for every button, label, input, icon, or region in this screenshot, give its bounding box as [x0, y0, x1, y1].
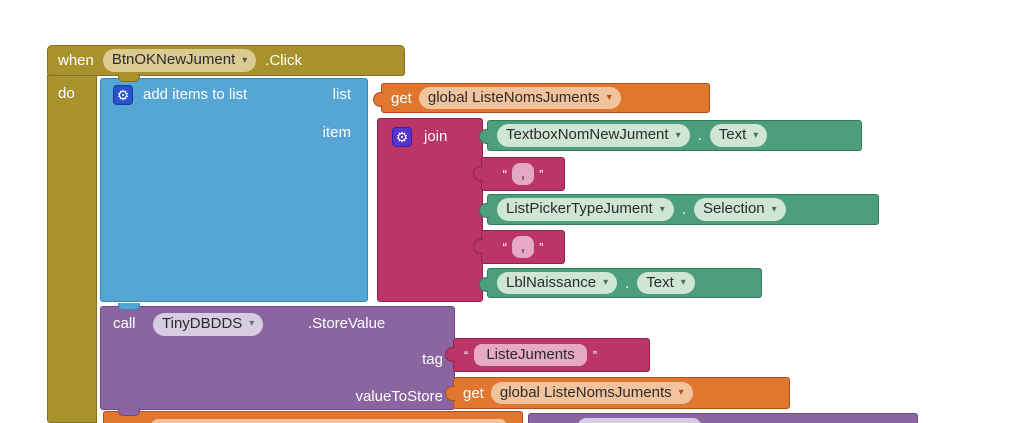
text-string-block-tag[interactable]: “ ListeJuments ” — [445, 338, 650, 372]
puzzle-tab — [473, 239, 483, 254]
component-dropdown[interactable]: BtnOKNewJument ▾ — [102, 49, 257, 72]
component-dropdown-value: TextboxNomNewJument — [506, 126, 669, 144]
add-items-label: add items to list — [143, 86, 248, 103]
join-label: join — [424, 128, 448, 145]
open-quote: “ — [502, 239, 507, 255]
when-block-do-wall[interactable]: do — [47, 75, 97, 423]
get-global-block-value[interactable]: get global ListeNomsJuments ▾ — [445, 377, 790, 409]
join-block[interactable]: ⚙ join — [377, 118, 483, 302]
when-keyword: when — [58, 52, 94, 69]
text-string-value: , — [520, 164, 526, 182]
text-string-value: , — [520, 237, 526, 255]
get-keyword: get — [391, 89, 412, 107]
open-quote: “ — [502, 166, 507, 182]
dot-separator: . — [681, 201, 686, 218]
text-string-block-comma[interactable]: “ , ” — [473, 230, 565, 264]
component-dropdown[interactable]: TextboxNomNewJument ▾ — [497, 124, 690, 147]
connector-plug — [118, 407, 140, 416]
component-dropdown[interactable]: TinyDBDDS ▾ — [153, 313, 264, 336]
chevron-down-icon: ▾ — [680, 277, 686, 288]
chevron-down-icon: ▾ — [753, 129, 759, 141]
get-global-block-list[interactable]: get global ListeNomsJuments ▾ — [373, 83, 710, 113]
component-dropdown[interactable]: LblNaissance ▾ — [497, 271, 618, 295]
property-dropdown[interactable]: Text ▾ — [709, 124, 768, 147]
puzzle-tab — [373, 92, 383, 107]
cutoff-orange-block[interactable] — [103, 411, 523, 423]
close-quote: ” — [592, 347, 598, 363]
do-label: do — [58, 85, 75, 102]
puzzle-tab — [445, 386, 455, 401]
mutator-gear-icon[interactable]: ⚙ — [392, 127, 412, 147]
connector-plug — [118, 303, 140, 310]
property-getter-listpicker[interactable]: ListPickerTypeJument ▾ . Selection ▾ — [479, 194, 879, 225]
puzzle-tab — [479, 129, 489, 144]
connector-plug — [118, 74, 140, 82]
event-name-label: .Click — [265, 52, 302, 69]
text-string-value: ListeJuments — [486, 345, 575, 363]
property-dropdown[interactable]: Text ▾ — [637, 271, 695, 295]
puzzle-tab — [479, 277, 489, 292]
puzzle-tab — [479, 203, 489, 218]
chevron-down-icon: ▾ — [249, 318, 255, 330]
component-dropdown-value: ListPickerTypeJument — [506, 200, 653, 218]
variable-dropdown[interactable]: global ListeNomsJuments ▾ — [418, 86, 621, 110]
property-getter-label[interactable]: LblNaissance ▾ . Text ▾ — [479, 268, 762, 298]
text-string-block-comma[interactable]: “ , ” — [473, 157, 565, 191]
param-valuetostore-label: valueToStore — [355, 388, 443, 405]
cutoff-orange-field[interactable] — [151, 419, 507, 423]
variable-dropdown[interactable]: global ListeNomsJuments ▾ — [490, 381, 693, 405]
property-getter-textbox[interactable]: TextboxNomNewJument ▾ . Text ▾ — [479, 120, 862, 151]
gear-glyph: ⚙ — [116, 87, 130, 103]
component-dropdown[interactable]: ListPickerTypeJument ▾ — [497, 198, 674, 221]
get-keyword: get — [463, 384, 484, 402]
property-dropdown-value: Text — [718, 126, 747, 144]
method-name-label: .StoreValue — [308, 315, 386, 332]
chevron-down-icon: ▾ — [606, 92, 612, 103]
param-list-label: list — [332, 86, 351, 103]
puzzle-tab — [445, 347, 455, 362]
chevron-down-icon: ▾ — [659, 203, 665, 215]
component-dropdown-value: TinyDBDDS — [162, 315, 243, 332]
cutoff-purple-field[interactable] — [578, 418, 701, 423]
param-item-label: item — [322, 124, 351, 141]
call-keyword: call — [113, 315, 136, 332]
open-quote: “ — [464, 347, 469, 363]
gear-glyph: ⚙ — [395, 129, 409, 145]
close-quote: ” — [539, 239, 544, 255]
text-string-field[interactable]: ListeJuments — [474, 343, 587, 367]
call-storevalue-block[interactable]: call TinyDBDDS ▾ .StoreValue tag valueTo… — [100, 306, 455, 410]
variable-dropdown-value: global ListeNomsJuments — [427, 88, 600, 106]
property-dropdown-value: Text — [646, 273, 674, 291]
variable-dropdown-value: global ListeNomsJuments — [499, 383, 672, 401]
chevron-down-icon: ▾ — [771, 203, 777, 215]
dot-separator: . — [697, 127, 702, 144]
puzzle-tab — [473, 166, 483, 181]
close-quote: ” — [539, 166, 544, 182]
property-dropdown[interactable]: Selection ▾ — [693, 198, 786, 221]
dot-separator: . — [625, 274, 630, 292]
text-string-field[interactable]: , — [511, 162, 535, 186]
component-dropdown-value: BtnOKNewJument — [111, 51, 236, 69]
chevron-down-icon: ▾ — [678, 387, 684, 398]
mutator-gear-icon[interactable]: ⚙ — [113, 85, 133, 105]
chevron-down-icon: ▾ — [603, 277, 609, 288]
add-items-to-list-block[interactable]: ⚙ add items to list list item — [100, 78, 368, 302]
property-dropdown-value: Selection — [702, 200, 765, 218]
text-string-field[interactable]: , — [511, 235, 535, 259]
cutoff-purple-block[interactable] — [528, 413, 918, 423]
component-dropdown-value: LblNaissance — [506, 273, 597, 291]
chevron-down-icon: ▾ — [242, 54, 248, 66]
param-tag-label: tag — [422, 351, 443, 368]
when-event-block[interactable]: when BtnOKNewJument ▾ .Click — [47, 45, 405, 76]
chevron-down-icon: ▾ — [675, 129, 681, 141]
